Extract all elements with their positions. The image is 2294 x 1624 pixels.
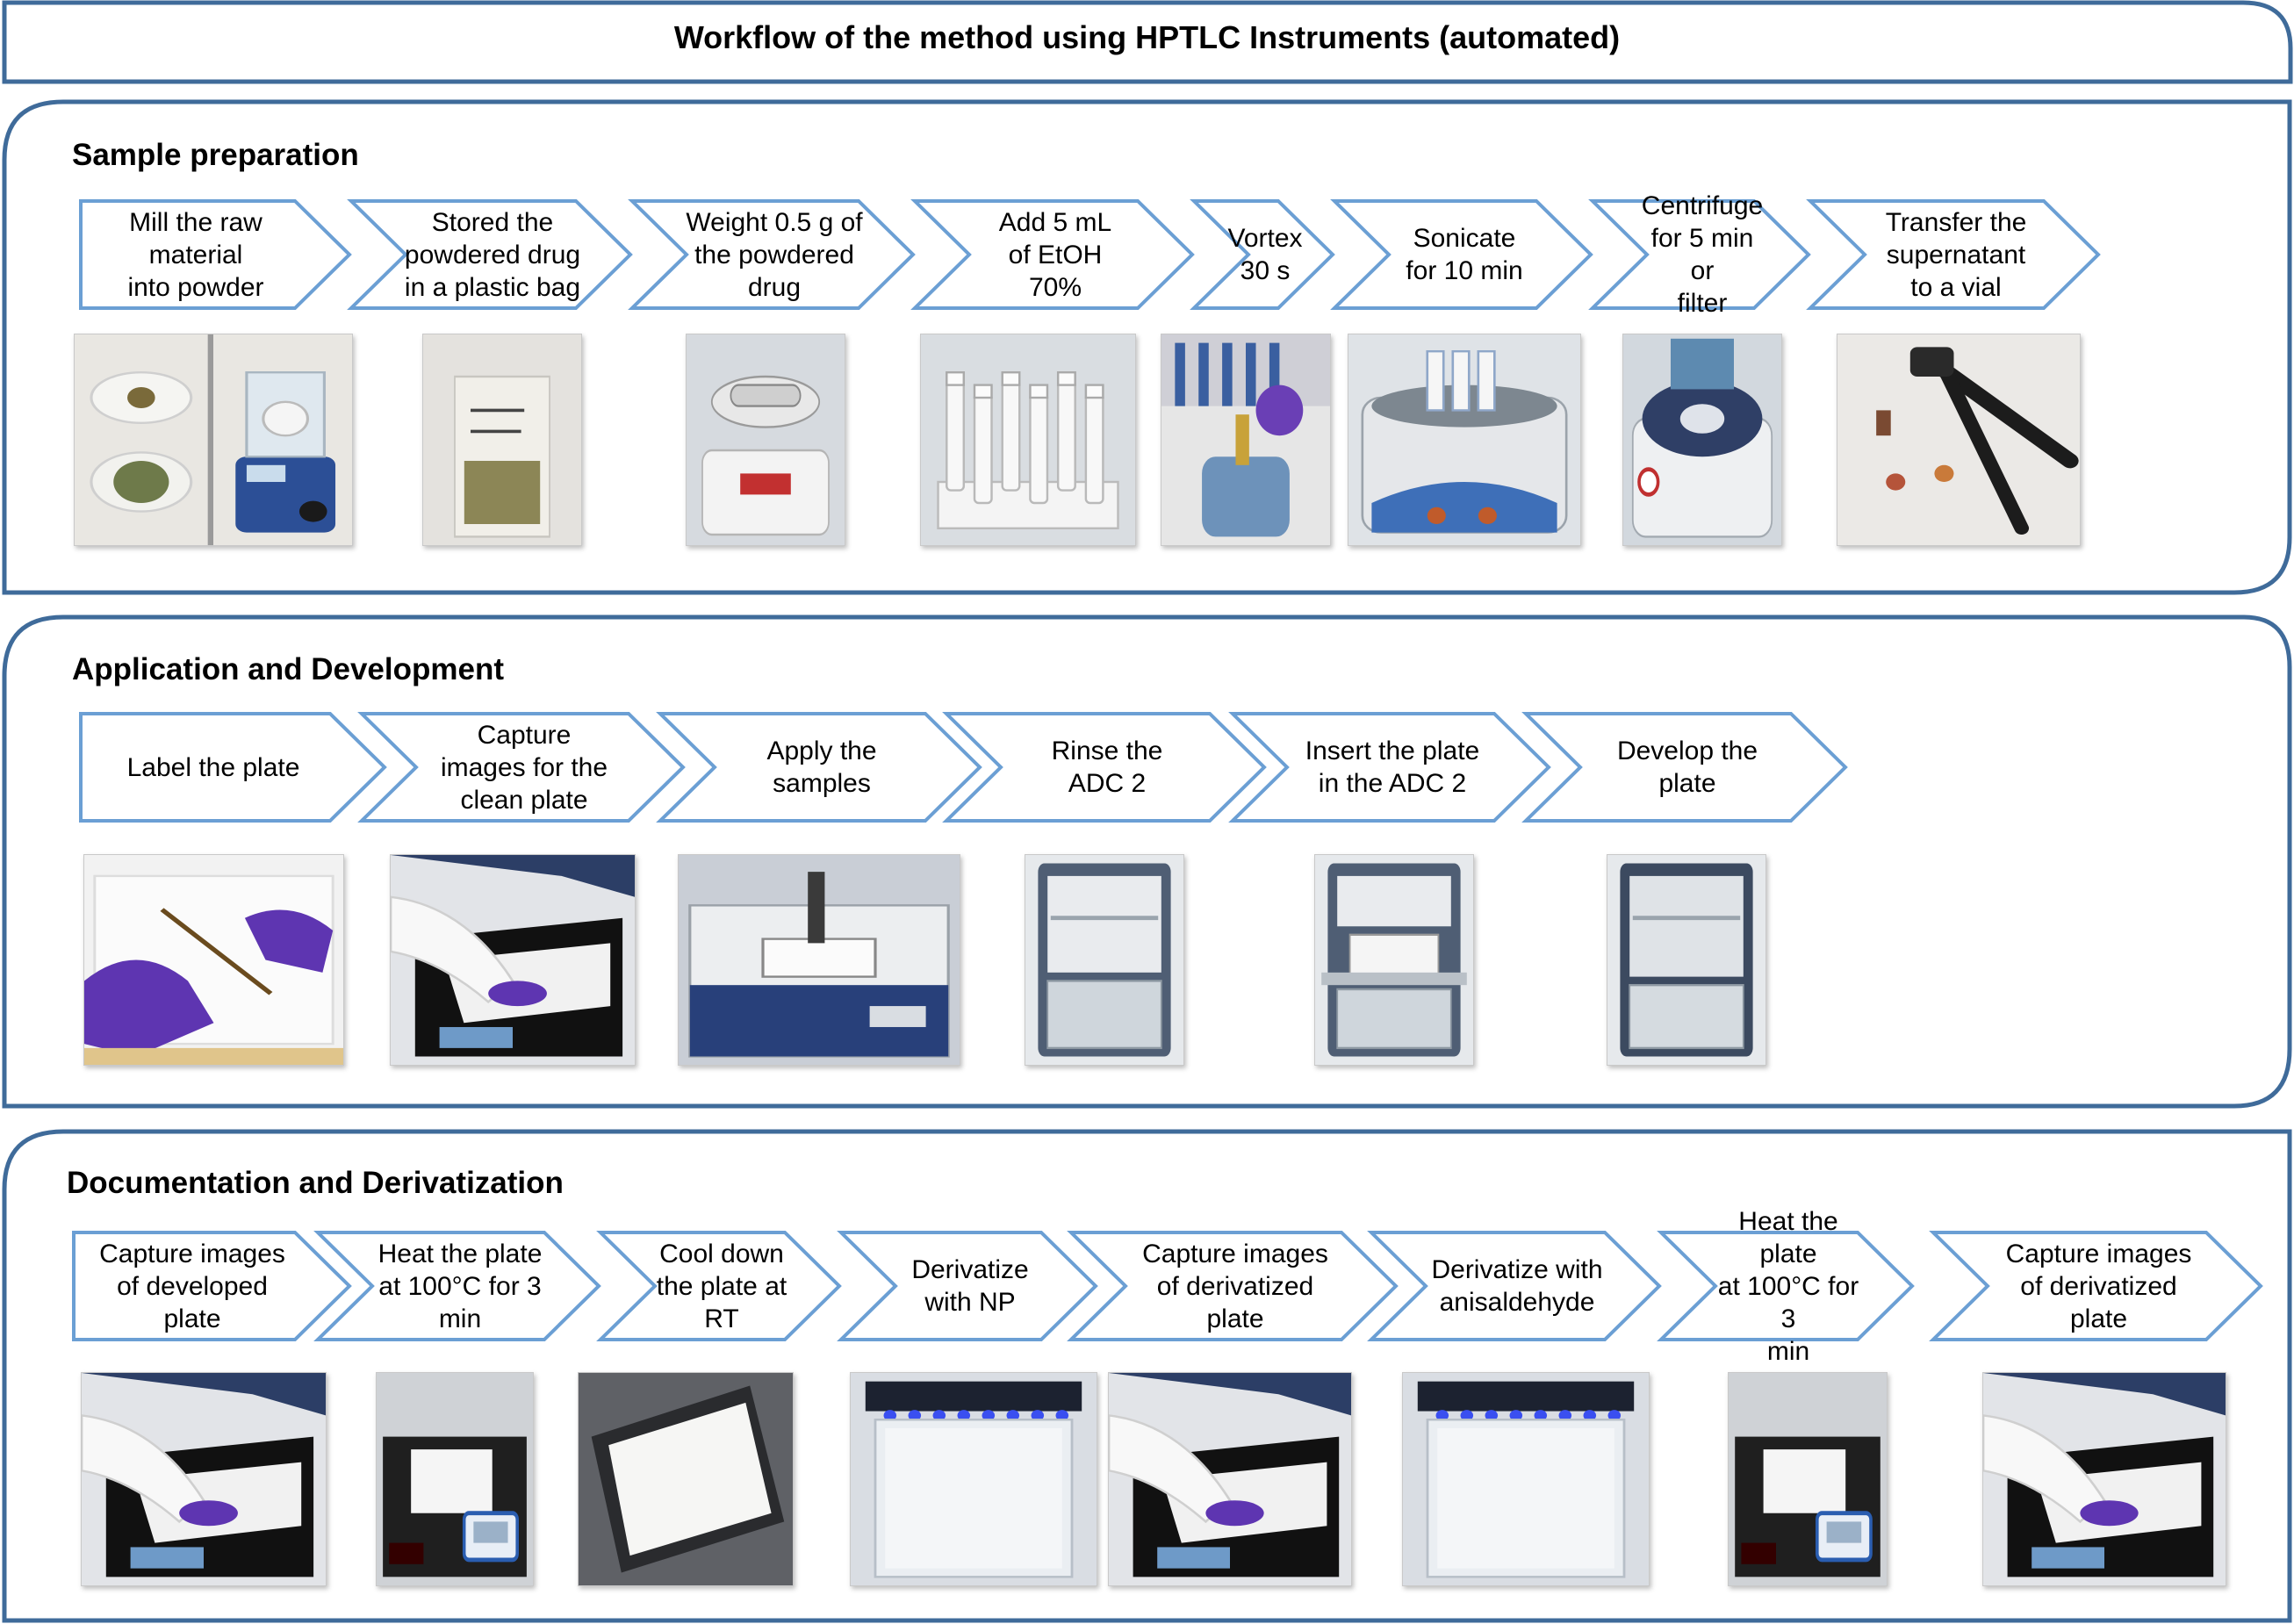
tube-rack-photo (920, 334, 1136, 546)
sample-preparation-step-4-label: Add 5 mL of EtOH 70% (998, 207, 1112, 302)
derivatizer-icon (1403, 1373, 1649, 1585)
sample-preparation-step-8-arrow (1806, 199, 2101, 310)
adc2-open-icon (1315, 855, 1473, 1065)
plastic-bag-photo (422, 334, 582, 546)
sample-preparation-step-7-arrow (1588, 199, 1811, 310)
application-and-development-step-1-arrow (79, 712, 387, 823)
documentation-and-derivatization-step-2-arrow (313, 1231, 601, 1341)
application-and-development-step-4-label: Rinse the ADC 2 (1051, 737, 1163, 798)
documentation-and-derivatization-step-8-label: Capture images of derivatized plate (2005, 1239, 2192, 1333)
documentation-and-derivatization-step-7-arrow (1657, 1231, 1915, 1341)
heater-icon (377, 1373, 533, 1585)
title-frame (2, 0, 2293, 84)
adc2-closed-icon (1607, 855, 1765, 1065)
sample-preparation-step-2-label: Stored the powdered drug in a plastic ba… (404, 207, 581, 302)
documentation-and-derivatization-step-3-arrow (596, 1231, 842, 1341)
documentation-and-derivatization-step-5-label: Capture images of derivatized plate (1142, 1239, 1328, 1333)
visualizer-photo (390, 854, 636, 1066)
derivatizer-icon (851, 1373, 1097, 1585)
labeling-plate-photo (83, 854, 344, 1066)
page-title: Workflow of the method using HPTLC Instr… (673, 19, 1621, 55)
visualizer-icon (1109, 1373, 1351, 1585)
application-and-development-step-4-arrow (942, 712, 1267, 823)
sonicator-photo (1348, 334, 1581, 546)
cooling-plate-photo (578, 1372, 794, 1586)
adc2-icon (1025, 855, 1183, 1065)
balance-photo (686, 334, 845, 546)
vial-crimper-photo (1837, 334, 2081, 546)
documentation-and-derivatization-step-5-arrow (1067, 1231, 1399, 1341)
sample-preparation-step-2-arrow (347, 199, 633, 310)
adc2-closed-photo (1607, 854, 1766, 1066)
section-title-sample-preparation: Sample preparation (72, 138, 359, 172)
vortex-photo (1161, 334, 1331, 546)
section-title-documentation-derivatization: Documentation and Derivatization (67, 1166, 564, 1200)
application-and-development-step-5-label: Insert the plate in the ADC 2 (1305, 737, 1480, 798)
application-and-development-step-3-label: Apply the samples (766, 737, 877, 798)
balance-icon (687, 334, 845, 545)
vortex-icon (1161, 334, 1330, 545)
derivatizer-photo (850, 1372, 1097, 1586)
application-and-development-step-2-label: Capture images for the clean plate (440, 720, 608, 815)
sample-preparation-step-6-label: Sonicate for 10 min (1406, 224, 1523, 285)
sonicator-icon (1348, 334, 1580, 545)
sample-preparation-step-4-arrow (910, 199, 1195, 310)
centrifuge-photo (1622, 334, 1782, 546)
documentation-and-derivatization-step-3-label: Cool down the plate at RT (656, 1239, 787, 1333)
application-and-development-step-6-label: Develop the plate (1616, 737, 1758, 798)
sample-preparation-step-7-label: Centrifuge for 5 min or filter (1641, 191, 1764, 318)
cooling-plate-icon (579, 1373, 793, 1585)
application-and-development-step-2-arrow (357, 712, 686, 823)
visualizer-icon (1983, 1373, 2226, 1585)
documentation-and-derivatization-step-6-label: Derivatize with anisaldehyde (1431, 1255, 1603, 1317)
sample-preparation-step-5-arrow (1190, 199, 1335, 310)
sample-preparation-step-3-arrow (628, 199, 916, 310)
adc2-open-photo (1314, 854, 1474, 1066)
visualizer-photo (81, 1372, 327, 1586)
documentation-and-derivatization-step-1-arrow (72, 1231, 352, 1341)
sampler-photo (678, 854, 960, 1066)
sample-preparation-step-8-label: Transfer the supernatant to a vial (1885, 207, 2027, 302)
mill-and-grinder-icon (75, 334, 352, 545)
documentation-and-derivatization-step-4-arrow (837, 1231, 1098, 1341)
documentation-and-derivatization-step-1-label: Capture images of developed plate (99, 1239, 285, 1333)
application-and-development-step-6-arrow (1521, 712, 1848, 823)
sample-preparation-step-1-label: Mill the raw material into powder (127, 207, 264, 302)
application-and-development-step-5-arrow (1228, 712, 1551, 823)
sampler-icon (679, 855, 960, 1065)
section-title-application-development: Application and Development (72, 652, 504, 686)
visualizer-photo (1108, 1372, 1352, 1586)
derivatizer-photo (1402, 1372, 1650, 1586)
sample-preparation-step-6-arrow (1330, 199, 1593, 310)
mill-and-grinder-photo (74, 334, 353, 546)
vial-crimper-icon (1837, 334, 2080, 545)
sample-preparation-step-5-label: Vortex 30 s (1227, 224, 1303, 285)
heater-photo (1728, 1372, 1888, 1586)
visualizer-icon (82, 1373, 326, 1585)
centrifuge-icon (1623, 334, 1781, 545)
application-and-development-step-3-arrow (656, 712, 982, 823)
application-and-development-step-1-label: Label the plate (126, 752, 300, 782)
heater-photo (376, 1372, 534, 1586)
labeling-plate-icon (84, 855, 343, 1065)
documentation-and-derivatization-step-2-label: Heat the plate at 100°C for 3 min (378, 1239, 543, 1333)
documentation-and-derivatization-step-6-arrow (1367, 1231, 1662, 1341)
visualizer-photo (1982, 1372, 2226, 1586)
documentation-and-derivatization-step-7-label: Heat the plate at 100°C for 3 min (1717, 1207, 1859, 1366)
sample-preparation-step-3-label: Weight 0.5 g of the powdered drug (686, 207, 863, 302)
tube-rack-icon (921, 334, 1135, 545)
sample-preparation-step-1-arrow (79, 199, 352, 310)
heater-icon (1729, 1373, 1887, 1585)
plastic-bag-icon (423, 334, 581, 545)
adc2-photo (1025, 854, 1184, 1066)
documentation-and-derivatization-step-8-arrow (1929, 1231, 2263, 1341)
visualizer-icon (391, 855, 635, 1065)
documentation-and-derivatization-step-4-label: Derivatize with NP (911, 1255, 1029, 1317)
